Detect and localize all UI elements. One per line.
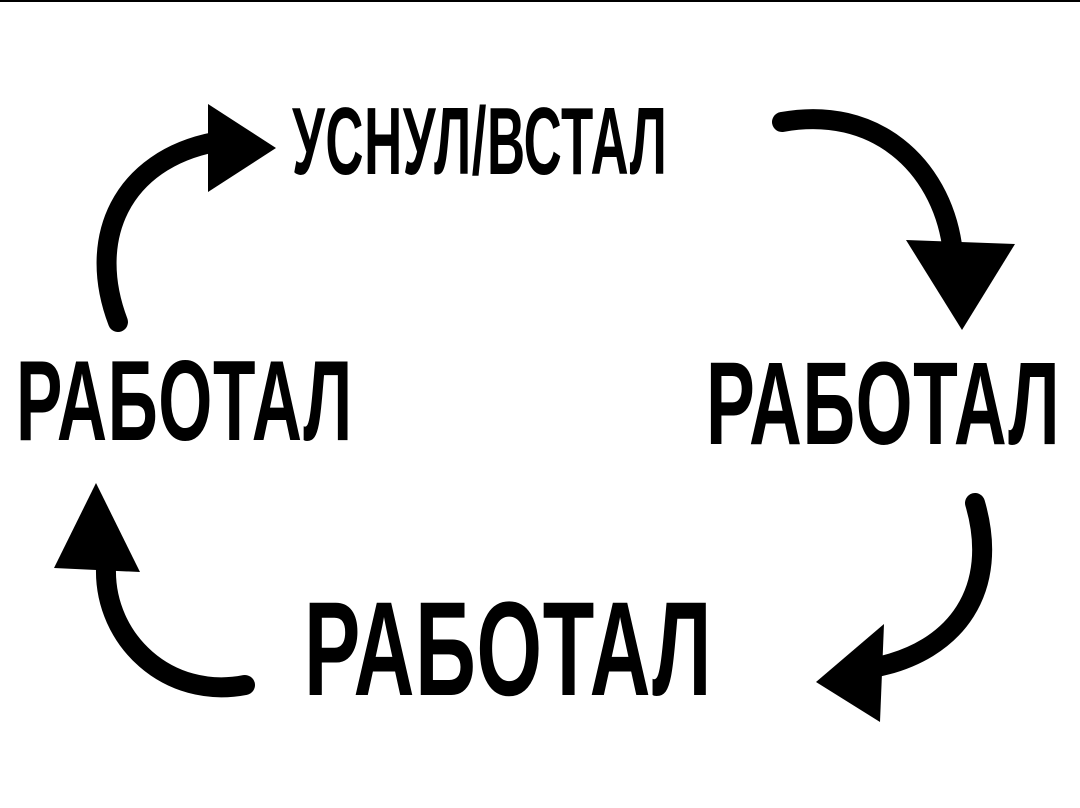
node-top-label: УСНУЛ/ВСТАЛ bbox=[292, 88, 668, 195]
arrow-left-to-top-icon bbox=[96, 104, 276, 332]
node-bottom-label: РАБОТАЛ bbox=[304, 575, 713, 724]
arrow-right-to-bottom-icon bbox=[816, 493, 993, 722]
arrow-bottom-to-left-icon bbox=[54, 483, 255, 698]
node-right-label: РАБОТАЛ bbox=[706, 338, 1061, 470]
node-left-label: РАБОТАЛ bbox=[16, 338, 353, 465]
top-border-line bbox=[0, 0, 1080, 2]
arrow-top-to-right-icon bbox=[772, 109, 1015, 330]
